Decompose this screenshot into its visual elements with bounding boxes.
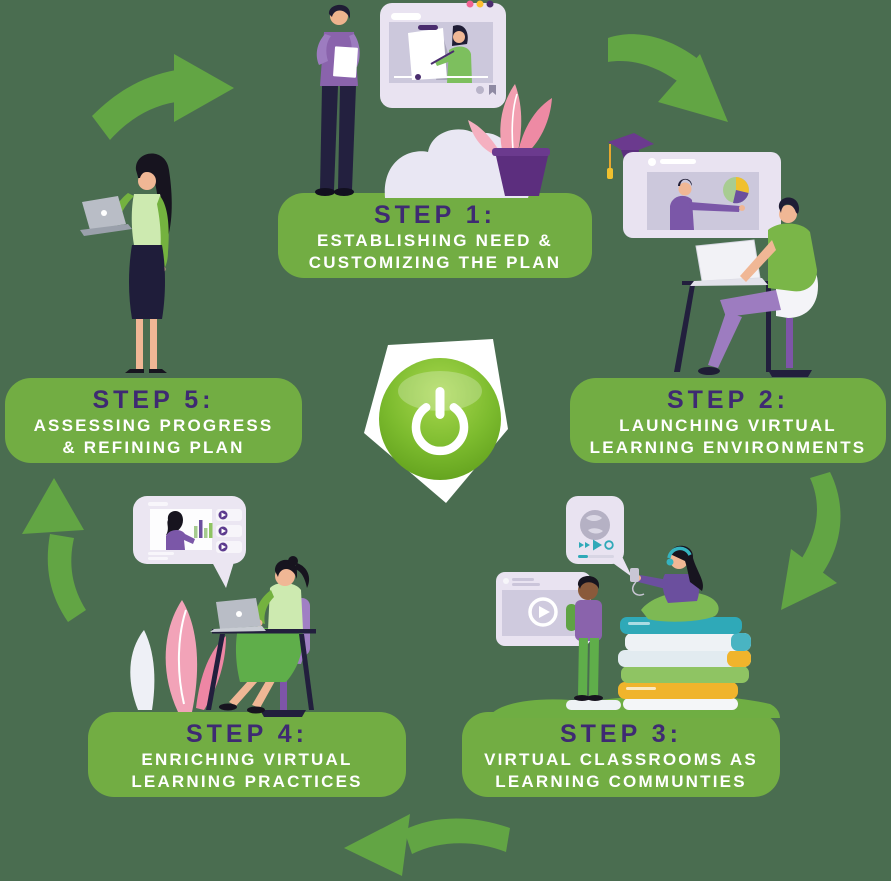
- step-4-card: STEP 4: ENRICHING VIRTUAL LEARNING PRACT…: [88, 712, 406, 797]
- flow-arrow-step4-to-step5-icon: [22, 478, 86, 622]
- step-4-illustration: [130, 496, 316, 717]
- video-thumbnail-list: [216, 509, 242, 553]
- step-5-card: STEP 5: ASSESSING PROGRESS & REFINING PL…: [5, 378, 302, 463]
- pie-chart: [723, 177, 749, 204]
- webinar-speech-bubble: [133, 496, 246, 588]
- step-2-line1: LAUNCHING VIRTUAL: [619, 415, 837, 435]
- step-4-line1: ENRICHING VIRTUAL: [141, 749, 353, 769]
- bar-chart-icon: [194, 520, 213, 538]
- play-icon: [539, 606, 550, 618]
- flow-arrow-step5-to-step1-icon: [92, 54, 234, 140]
- step-4-line2: LEARNING PRACTICES: [131, 771, 363, 791]
- step-3-illustration: [488, 496, 780, 718]
- standing-boy: [566, 576, 621, 710]
- laptop: [210, 598, 266, 632]
- center-power-badge: [364, 339, 508, 503]
- step-2-label: STEP 2:: [666, 386, 790, 414]
- power-icon: [411, 387, 469, 456]
- step-1-label: STEP 1:: [373, 201, 497, 229]
- plant-leaves: [130, 600, 226, 712]
- step-2-card: STEP 2: LAUNCHING VIRTUAL LEARNING ENVIR…: [570, 378, 886, 463]
- step-5-line1: ASSESSING PROGRESS: [33, 415, 274, 435]
- seated-woman: [219, 556, 310, 714]
- step-5-illustration: [80, 153, 172, 373]
- step-1-card: STEP 1: ESTABLISHING NEED & CUSTOMIZING …: [278, 193, 592, 278]
- step-1-line2: CUSTOMIZING THE PLAN: [308, 252, 562, 272]
- step-1-illustration: [315, 0, 552, 198]
- flow-arrow-step2-to-step3-icon: [781, 472, 841, 610]
- desk: [206, 629, 316, 710]
- window-dot-pink: [466, 0, 474, 8]
- step-2-illustration: [607, 133, 818, 377]
- standing-man: [315, 4, 360, 196]
- step-3-line1: VIRTUAL CLASSROOMS AS: [484, 749, 758, 769]
- media-speech-bubble: [566, 496, 632, 577]
- seated-person: [698, 197, 817, 375]
- laptop: [80, 196, 132, 236]
- flow-arrow-step3-to-step4-icon: [344, 814, 510, 876]
- step-2-line2: LEARNING ENVIRONMENTS: [589, 437, 867, 457]
- progress-dot: [415, 74, 421, 80]
- globe-icon: [580, 510, 610, 540]
- step-1-line1: ESTABLISHING NEED &: [316, 230, 554, 250]
- presenter-figure: [447, 46, 472, 83]
- girl-on-books: [630, 545, 719, 622]
- step-3-line2: LEARNING COMMUNTIES: [495, 771, 747, 791]
- window-dot-purple: [486, 0, 494, 8]
- bookmark-icon: [489, 85, 496, 95]
- headphones-icon: [667, 546, 692, 559]
- presentation-screen: [623, 152, 781, 238]
- standing-woman: [80, 153, 172, 373]
- step-5-line2: & REFINING PLAN: [62, 437, 245, 457]
- book-stack: [618, 617, 751, 710]
- play-icon: [593, 539, 602, 551]
- window-dot-yellow: [476, 0, 484, 8]
- step-4-label: STEP 4:: [185, 720, 309, 748]
- flow-arrow-step1-to-step2-icon: [608, 34, 728, 122]
- potted-plant: [468, 84, 552, 196]
- laptop: [690, 239, 768, 286]
- video-window: [380, 0, 506, 108]
- step-3-label: STEP 3:: [559, 720, 683, 748]
- step-3-card: STEP 3: VIRTUAL CLASSROOMS AS LEARNING C…: [462, 712, 780, 797]
- step-5-label: STEP 5:: [92, 386, 215, 414]
